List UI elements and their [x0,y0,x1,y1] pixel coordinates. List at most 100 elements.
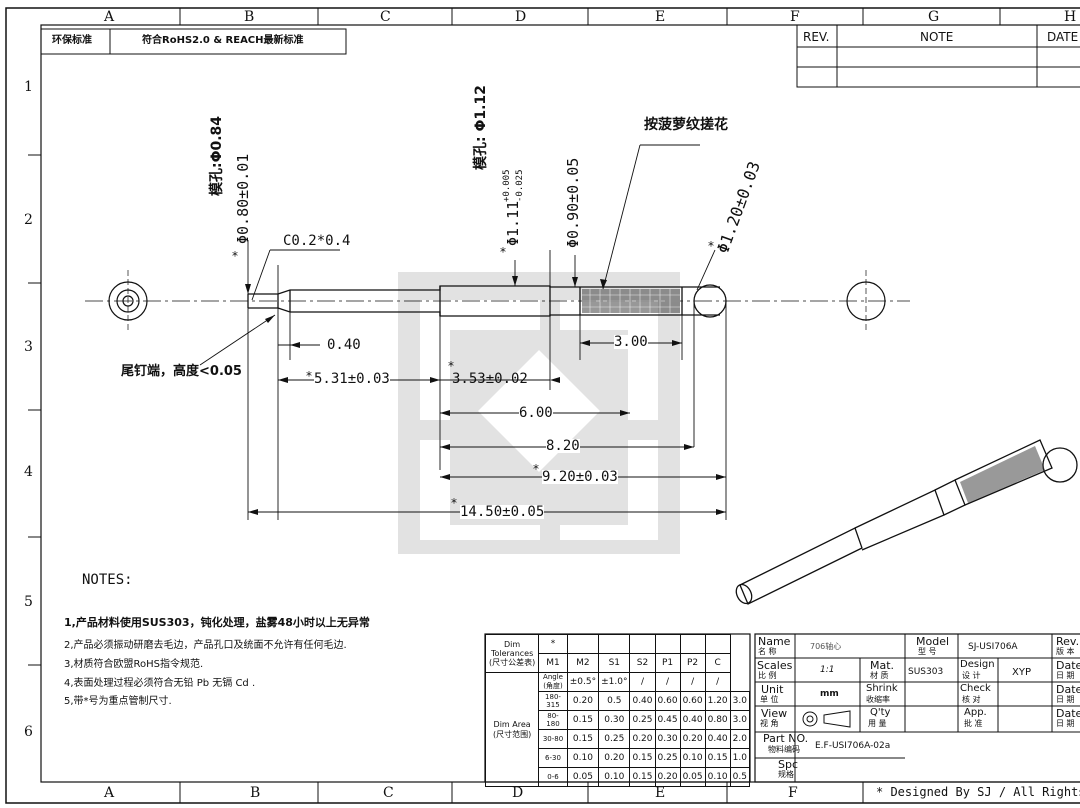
tol-cell: 1.20 [704,691,731,711]
knurl-pattern [582,289,680,313]
tol-cell: 0.10 [704,767,731,787]
tol-range: 6-30 [538,748,568,768]
tb-qty-label: Q'ty [870,707,891,718]
tb-mat-label: Mat. [870,659,895,672]
tol-range: 30-80 [538,729,568,749]
tol-cell: 0.30 [598,710,631,730]
tol-cell: 0.40 [704,729,731,749]
dim-d090: Φ0.90±0.05 [564,157,582,248]
tb-rev-label: Rev. [1056,635,1080,648]
critical-star-2: * [500,245,506,259]
tb-shrink-label: Shrink [866,683,898,694]
col-label-C: C [380,9,391,25]
tb-partno-cn: 物料编码 [768,745,800,754]
copyright-footer: * Designed By SJ / All Rights Rese [876,785,1080,799]
tol-cell: 0.20 [598,748,631,768]
dim-d080: Φ0.80±0.01 [234,153,252,244]
tb-mat-cn: 材 质 [870,671,889,680]
tol-cell: 0.25 [629,710,656,730]
tol-cell: 0.25 [654,748,681,768]
arrowheads [245,276,726,515]
col-label-bottom-F: F [788,785,798,801]
tol-cell: 0.20 [629,729,656,749]
date-header: DATE [1047,30,1079,44]
tol-title-1: Dim Tolerances [490,640,534,658]
title-block-grid [755,634,1080,782]
tol-title-2: (尺寸公差表) [488,658,536,667]
tb-mat-value: SUS303 [908,667,944,677]
tb-date-cn-2: 日 期 [1056,695,1075,704]
row-label-1: 1 [24,79,33,95]
tol-cell: 0.5 [729,767,751,787]
dim-d111-tol-up: +0.005 [502,169,512,202]
tol-cell: 0.60 [679,691,706,711]
tb-design-label: Design [960,659,995,670]
dim-len-1450: 14.50±0.05 [460,504,545,520]
isometric-knurl [960,446,1045,503]
tol-angle-v1: ±0.5° [566,672,600,692]
tol-angle-v6: / [704,672,731,692]
col-label-bottom-D: D [512,785,524,801]
tb-date-label-2: Date [1056,683,1080,696]
tol-cell: 3.0 [729,691,751,711]
tol-cell: 0.40 [629,691,656,711]
tb-name-value: 706轴心 [810,642,842,651]
tol-cell: 0.20 [654,767,681,787]
tol-star: * [538,634,568,654]
tb-date-label-1: Date [1056,659,1080,672]
note-item-5: 5,带*号为重点管制尺寸. [64,696,172,707]
tb-model-value: SJ-USI706A [968,642,1018,652]
table-row: 6-30 0.10 0.20 0.15 0.25 0.10 0.15 1.0 [486,748,751,768]
tb-date-label-3: Date [1056,707,1080,720]
tol-header-c: C [704,653,731,673]
tb-date-cn-3: 日 期 [1056,719,1075,728]
tb-scales-value: 1:1 [820,665,835,675]
table-row: 80-180 0.15 0.30 0.25 0.45 0.40 0.80 3.0 [486,710,751,730]
col-label-G: G [928,9,940,25]
tol-angle-v5: / [679,672,706,692]
table-row: 180-315 0.20 0.5 0.40 0.60 0.60 1.20 3.0 [486,691,751,711]
row-label-6: 6 [24,724,33,740]
critical-star-5: * [533,462,539,476]
note-header: NOTE [920,30,954,44]
row-label-5: 5 [24,594,33,610]
critical-star-1: * [232,249,238,263]
tol-cell: 2.0 [729,729,751,749]
tol-header-m1: M1 [538,653,568,673]
critical-star-4: * [448,359,454,373]
tol-header-p2: P2 [679,653,706,673]
knurl-callout: 按菠萝纹搓花 [644,117,728,133]
env-standard-box [40,28,347,55]
tol-cell: 0.15 [629,748,656,768]
tol-cell: 0.05 [566,767,600,787]
tol-cell: 0.5 [598,691,631,711]
tol-header-m2: M2 [566,653,600,673]
tol-range: 180-315 [538,691,568,711]
row-label-4: 4 [24,464,33,480]
tol-cell: 0.10 [566,748,600,768]
table-row: 0-6 0.05 0.10 0.15 0.20 0.05 0.10 0.5 [486,767,751,787]
tb-design-value: XYP [1012,667,1031,678]
tol-cell: 0.60 [654,691,681,711]
table-row: 30-80 0.15 0.25 0.20 0.30 0.20 0.40 2.0 [486,729,751,749]
tol-cell: 0.30 [654,729,681,749]
tb-view-cn: 视 角 [760,719,779,728]
col-label-H: H [1064,9,1077,25]
dim-chamfer: C0.2*0.4 [283,233,351,249]
tol-cell: 0.05 [679,767,706,787]
tb-name-label: Name [758,635,791,648]
col-label-bottom-E: E [655,785,666,801]
mold-hole-2-callout: 模孔: Φ1.12 [473,85,489,170]
tb-design-cn: 设 计 [962,671,981,680]
tol-area-label: Dim Area (尺寸范围) [484,672,540,787]
tol-angle-v2: ±1.0° [598,672,631,692]
end-view-right [846,270,886,332]
tb-model-cn: 型 号 [918,647,937,656]
note-item-4: 4,表面处理过程必须符合无铅 Pb 无镉 Cd . [64,678,256,689]
tol-header-p1: P1 [654,653,681,673]
col-label-A: A [104,9,115,25]
tb-unit-value: mm [820,689,839,699]
tol-header-s2: S2 [629,653,656,673]
tb-view-label: View [761,707,788,720]
revision-table [796,24,1080,88]
